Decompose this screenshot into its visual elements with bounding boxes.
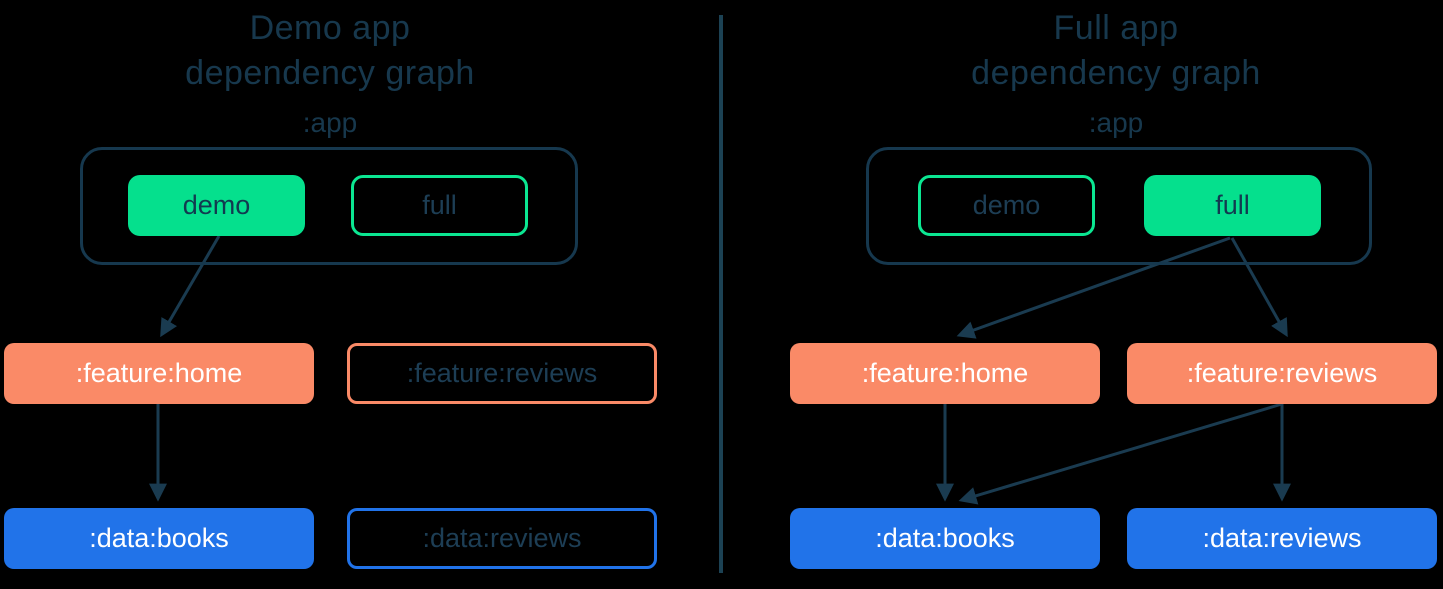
full-panel-title-line1: Full app: [1053, 9, 1179, 47]
full-panel-node-feature-reviews: :feature:reviews: [1127, 343, 1437, 404]
full-panel-variant-demo: demo: [918, 175, 1095, 236]
full-panel-variant-full: full: [1144, 175, 1321, 236]
demo-panel-node-feature-reviews: :feature:reviews: [347, 343, 657, 404]
full-panel-node-feature-home: :feature:home: [790, 343, 1100, 404]
demo-panel-app-container: [80, 147, 578, 265]
full-panel-title: Full app dependency graph: [866, 6, 1366, 96]
demo-panel-title: Demo app dependency graph: [80, 6, 580, 96]
demo-panel-app-label: :app: [302, 107, 358, 138]
full-panel-app-label: :app: [1088, 107, 1144, 138]
demo-panel-title-line1: Demo app: [249, 9, 411, 47]
full-panel-node-data-reviews: :data:reviews: [1127, 508, 1437, 569]
demo-panel-variant-full: full: [351, 175, 528, 236]
demo-panel-title-line2: dependency graph: [185, 54, 475, 92]
demo-panel-node-data-books: :data:books: [4, 508, 314, 569]
panel-divider: [719, 15, 723, 573]
edge-feature-reviews-to-data-books: [958, 402, 1283, 505]
demo-panel-variant-demo: demo: [128, 175, 305, 236]
full-panel-app-container: [866, 147, 1372, 265]
demo-panel-node-data-reviews: :data:reviews: [347, 508, 657, 569]
demo-panel-node-feature-home: :feature:home: [4, 343, 314, 404]
full-panel-title-line2: dependency graph: [971, 54, 1261, 92]
full-panel-node-data-books: :data:books: [790, 508, 1100, 569]
